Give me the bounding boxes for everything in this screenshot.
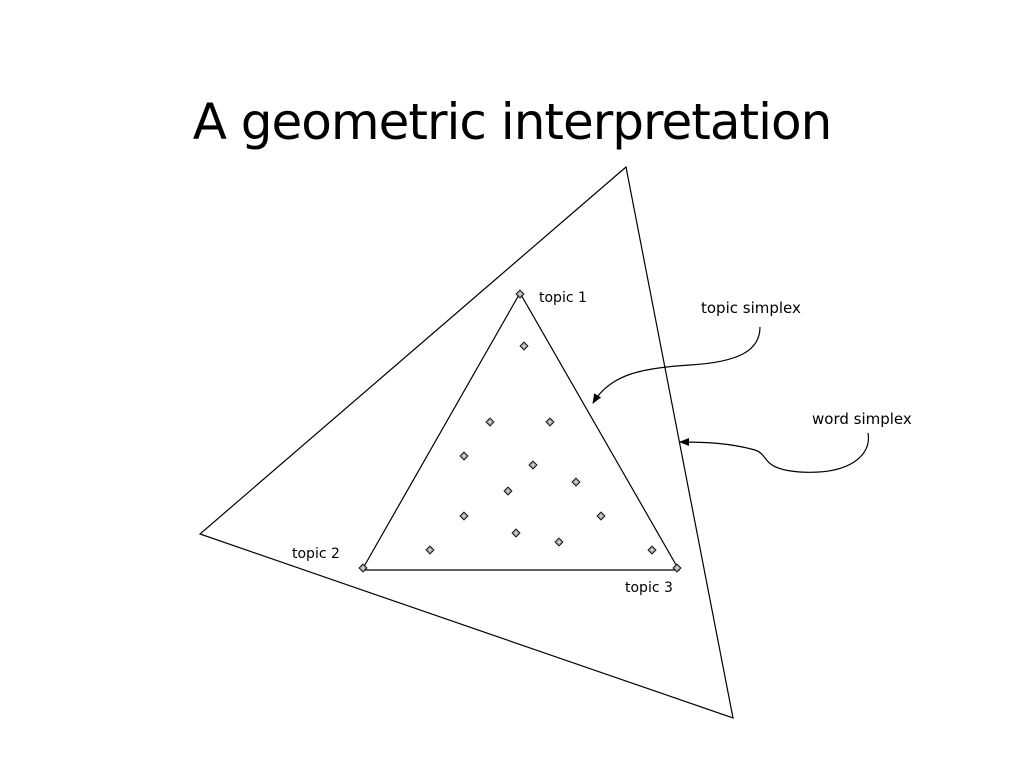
word-simplex-triangle [198, 165, 734, 719]
topic-1-label: topic 1 [539, 290, 587, 306]
vertex-marker-topic-2 [358, 563, 368, 573]
document-point [519, 341, 529, 351]
document-point [554, 537, 564, 547]
document-point [459, 451, 469, 461]
document-point [596, 511, 606, 521]
vertex-marker-topic-3 [672, 563, 682, 573]
vertex-marker-topic-1 [515, 289, 525, 299]
vertex-markers [358, 289, 682, 573]
topic-simplex-triangle [360, 291, 681, 571]
document-point [528, 460, 538, 470]
document-point [503, 486, 513, 496]
document-point [647, 545, 657, 555]
topic-2-label: topic 2 [292, 546, 340, 562]
document-point [545, 417, 555, 427]
word-simplex-arrow [679, 432, 870, 473]
word-simplex-label: word simplex [812, 410, 912, 428]
document-point [459, 511, 469, 521]
document-points [425, 341, 657, 555]
document-point [571, 477, 581, 487]
document-point [511, 528, 521, 538]
slide-title: A geometric interpretation [192, 93, 833, 151]
topic-simplex-label: topic simplex [701, 299, 801, 317]
document-point [425, 545, 435, 555]
topic-simplex-arrow [592, 326, 761, 404]
topic-3-label: topic 3 [625, 580, 673, 596]
document-point [485, 417, 495, 427]
